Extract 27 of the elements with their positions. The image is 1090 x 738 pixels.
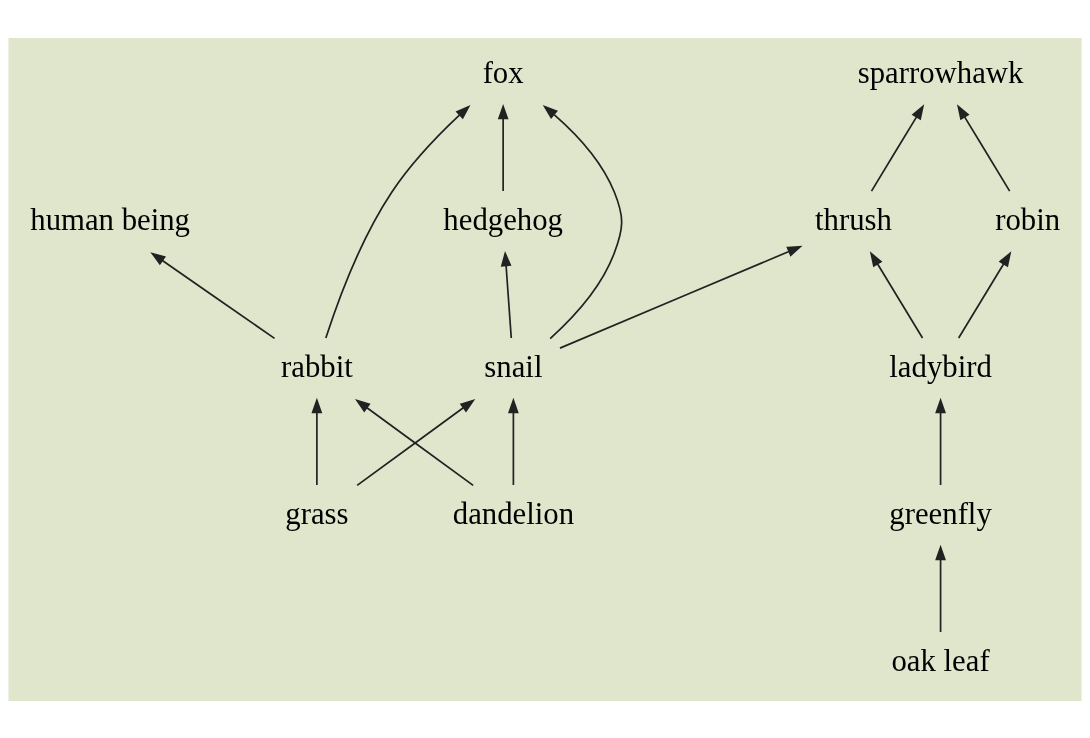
node-text: oak leaf xyxy=(891,643,990,678)
node-text: ladybird xyxy=(889,349,992,384)
arrow xyxy=(500,250,513,339)
arrow xyxy=(870,103,925,192)
arrow xyxy=(869,250,924,339)
arrow xyxy=(508,397,519,486)
arrow xyxy=(956,103,1011,192)
node-text: snail xyxy=(484,349,543,384)
arrow xyxy=(559,245,803,349)
arrow xyxy=(311,397,323,486)
node-text: dandelion xyxy=(452,496,575,531)
arrow xyxy=(497,103,509,192)
node-text: fox xyxy=(482,55,524,90)
node-text: human being xyxy=(30,202,190,237)
node-text: grass xyxy=(285,496,349,531)
node-text: rabbit xyxy=(281,349,353,384)
node-text: robin xyxy=(995,202,1061,237)
arrow xyxy=(935,397,946,486)
node-text: hedgehog xyxy=(443,202,563,237)
node-text: greenfly xyxy=(889,496,992,531)
arrow xyxy=(957,250,1012,339)
arrow xyxy=(935,544,946,633)
arrow xyxy=(542,104,623,339)
node-text: thrush xyxy=(814,202,892,237)
node-text: sparrowhawk xyxy=(857,55,1024,90)
arrow xyxy=(324,104,471,339)
arrow xyxy=(150,251,276,339)
